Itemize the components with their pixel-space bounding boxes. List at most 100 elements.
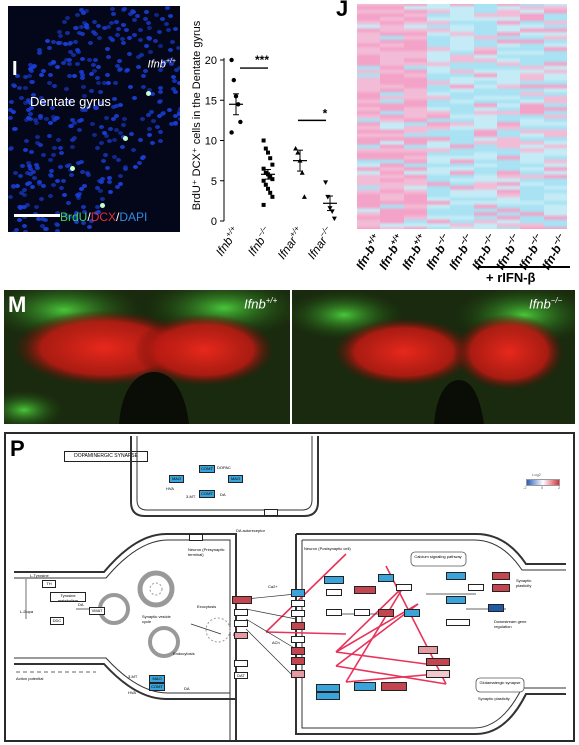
presynaptic-membrane bbox=[14, 533, 237, 700]
dapi-nucleus bbox=[23, 229, 29, 232]
dapi-nucleus bbox=[20, 164, 26, 169]
postsynaptic-inner-top bbox=[302, 539, 566, 571]
dapi-nucleus bbox=[48, 173, 54, 178]
dapi-nucleus bbox=[112, 155, 118, 160]
dapi-nucleus bbox=[78, 25, 84, 30]
gene-post-creb bbox=[492, 572, 510, 580]
data-point-1-13 bbox=[268, 190, 273, 195]
dapi-nucleus bbox=[89, 121, 95, 126]
dapi-nucleus bbox=[173, 68, 179, 73]
y-tick-label: 5 bbox=[211, 176, 217, 188]
dapi-nucleus bbox=[116, 58, 122, 63]
dapi-nucleus bbox=[73, 219, 79, 224]
data-point-1-9 bbox=[270, 177, 275, 182]
dapi-nucleus bbox=[177, 106, 180, 111]
dapi-nucleus bbox=[107, 127, 113, 132]
dapi-nucleus bbox=[172, 114, 178, 119]
gene-mao-top-right: MAO bbox=[228, 475, 243, 483]
dapi-nucleus bbox=[85, 105, 91, 110]
dapi-nucleus bbox=[77, 119, 83, 124]
dapi-nucleus bbox=[23, 85, 29, 90]
dapi-nucleus bbox=[164, 6, 170, 11]
dapi-nucleus bbox=[69, 124, 75, 129]
label-da-bottom: DA bbox=[184, 686, 190, 691]
stain-dapi: DAPI bbox=[119, 210, 148, 224]
dapi-nucleus bbox=[58, 165, 64, 170]
dapi-nucleus bbox=[16, 85, 22, 90]
dapi-nucleus bbox=[73, 26, 79, 31]
dapi-nucleus bbox=[104, 116, 110, 121]
dapi-nucleus bbox=[11, 82, 17, 87]
dapi-nucleus bbox=[36, 51, 42, 56]
dapi-nucleus bbox=[121, 40, 127, 45]
gene-channel-3 bbox=[234, 620, 248, 627]
dapi-nucleus bbox=[103, 134, 109, 139]
gene-post-fos bbox=[492, 584, 510, 592]
dapi-nucleus bbox=[15, 183, 21, 188]
brdu-positive-cell bbox=[123, 136, 128, 141]
dapi-nucleus bbox=[167, 47, 173, 52]
calcium-pathway-box bbox=[410, 551, 467, 567]
legend-min: -2 bbox=[523, 485, 527, 490]
dapi-nucleus bbox=[156, 113, 162, 118]
sig-label-2: * bbox=[323, 106, 328, 120]
dapi-nucleus bbox=[169, 40, 175, 45]
dapi-nucleus bbox=[33, 118, 39, 123]
dapi-nucleus bbox=[150, 140, 156, 145]
dapi-nucleus bbox=[21, 205, 27, 210]
label-l-tyrosine: L-Tyrosine bbox=[30, 573, 49, 578]
dapi-nucleus bbox=[140, 85, 146, 90]
dapi-nucleus bbox=[124, 67, 130, 72]
dapi-nucleus bbox=[33, 211, 39, 216]
dapi-nucleus bbox=[144, 44, 149, 49]
dapi-nucleus bbox=[32, 175, 38, 180]
dapi-nucleus bbox=[70, 144, 76, 149]
chart-points bbox=[229, 57, 337, 222]
dapi-nucleus bbox=[91, 62, 97, 67]
dapi-nucleus bbox=[8, 146, 14, 151]
dapi-nucleus bbox=[79, 7, 85, 12]
right-genotype-base: Ifnb bbox=[529, 296, 551, 312]
dapi-nucleus bbox=[96, 35, 102, 40]
dapi-nucleus bbox=[67, 215, 73, 220]
dapi-nucleus bbox=[106, 175, 112, 180]
right-genotype-sup: −/− bbox=[550, 296, 563, 305]
dapi-nucleus bbox=[16, 218, 22, 223]
dapi-nucleus bbox=[24, 171, 30, 176]
gene-post-gsk bbox=[446, 596, 466, 604]
vesicle-large bbox=[137, 570, 175, 608]
dapi-nucleus bbox=[105, 54, 111, 59]
dapi-nucleus bbox=[28, 106, 34, 111]
dapi-nucleus bbox=[31, 169, 37, 174]
gene-post-cacna bbox=[426, 658, 450, 666]
dapi-nucleus bbox=[173, 120, 179, 125]
data-point-2-4 bbox=[301, 194, 307, 199]
dapi-nucleus bbox=[164, 22, 170, 27]
dapi-nucleus bbox=[76, 49, 82, 54]
dapi-nucleus bbox=[143, 16, 149, 21]
dapi-nucleus bbox=[111, 12, 117, 17]
dapi-nucleus bbox=[61, 179, 67, 184]
dapi-nucleus bbox=[167, 107, 173, 112]
gene-post-gria bbox=[426, 670, 450, 678]
dapi-nucleus bbox=[46, 133, 52, 138]
dapi-nucleus bbox=[49, 169, 55, 174]
dapi-nucleus bbox=[172, 26, 178, 31]
dapi-nucleus bbox=[34, 134, 40, 139]
gene-channel-4 bbox=[234, 632, 248, 639]
dapi-nucleus bbox=[23, 148, 29, 153]
dapi-nucleus bbox=[166, 27, 172, 32]
heatmap-label-base: Ifn-b bbox=[376, 242, 402, 273]
gene-post-pp2b bbox=[378, 609, 394, 617]
dapi-nucleus bbox=[57, 145, 63, 150]
data-point-1-14 bbox=[270, 194, 275, 199]
gene-post-pka bbox=[354, 586, 376, 594]
dapi-nucleus bbox=[140, 74, 146, 79]
label-da-autoreceptor: DA autoreceptor bbox=[236, 528, 265, 533]
data-point-2-3 bbox=[299, 170, 305, 175]
data-point-1-8 bbox=[268, 174, 273, 179]
dapi-nucleus bbox=[86, 57, 92, 62]
data-point-1-10 bbox=[261, 178, 266, 183]
label-calcium-pathway: Calcium signaling pathway bbox=[414, 554, 462, 559]
glial-cell-inner bbox=[136, 436, 313, 511]
